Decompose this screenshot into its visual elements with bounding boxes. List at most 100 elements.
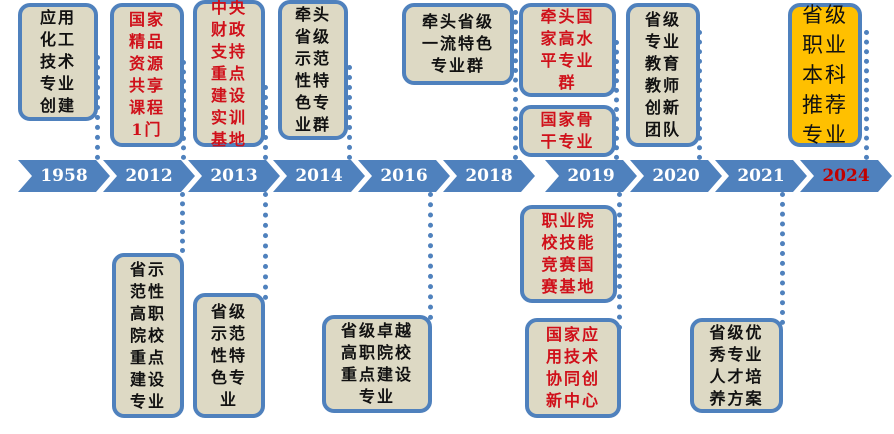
dotted-connector xyxy=(263,192,268,300)
year-marker-2018: 2018 xyxy=(443,160,535,192)
milestone-text-line: 性特 xyxy=(294,71,331,90)
milestone-box-2021: 省级优秀专业人才培养方案 xyxy=(690,318,783,413)
year-marker-2021: 2021 xyxy=(715,160,807,192)
milestone-text-line: 教师 xyxy=(644,76,681,95)
year-label: 2014 xyxy=(295,166,343,186)
milestone-text-line: 1门 xyxy=(131,120,163,139)
milestone-text-line: 高职 xyxy=(129,303,166,323)
year-marker-2014: 2014 xyxy=(273,160,365,192)
milestone-box-2020: 省级专业教育教师创新团队 xyxy=(626,3,700,147)
milestone-text-line: 省级 xyxy=(210,301,247,321)
milestone-text-line: 应用 xyxy=(39,8,76,27)
milestone-text-line: 范性 xyxy=(129,281,166,301)
year-label: 1958 xyxy=(40,166,88,186)
milestone-box-2012: 省示范性高职院校重点建设专业 xyxy=(112,253,184,418)
chevron-arrow-icon xyxy=(188,160,280,192)
dotted-connector xyxy=(780,192,785,325)
milestone-text-line: 教育 xyxy=(644,54,681,73)
milestone-text-line: 色专 xyxy=(294,93,331,112)
milestone-text-line: 竞赛国 xyxy=(541,255,596,274)
milestone-text-line: 国家 xyxy=(128,10,165,29)
chevron-arrow-icon xyxy=(103,160,195,192)
milestone-text-line: 财政 xyxy=(210,19,247,39)
milestone-text-line: 协同创 xyxy=(545,369,600,388)
milestone-box-2019: 牵头国家高水平专业群 xyxy=(519,3,616,97)
milestone-text-line: 基地 xyxy=(210,129,247,149)
milestone-text-line: 专业群 xyxy=(430,56,485,75)
milestone-text-line: 人才培 xyxy=(709,366,764,386)
milestone-text-line: 精品 xyxy=(128,32,165,51)
milestone-text-line: 国家应 xyxy=(545,325,600,344)
milestone-box-2013: 中央财政支持重点建设实训基地 xyxy=(193,0,265,149)
year-marker-2012: 2012 xyxy=(103,160,195,192)
year-label: 2013 xyxy=(210,166,258,186)
milestone-text-line: 建设 xyxy=(129,369,166,389)
milestone-text-line: 建设 xyxy=(210,85,247,105)
milestone-text-line: 创建 xyxy=(39,96,76,115)
milestone-box-2012: 国家精品资源共享课程 1门 xyxy=(110,3,184,147)
dotted-connector xyxy=(428,192,433,320)
milestone-text-line: 省级优 xyxy=(709,322,764,342)
milestone-text-line: 专业 xyxy=(802,123,848,147)
milestone-text-line: 校技能 xyxy=(541,233,596,252)
milestone-text-line: 院校 xyxy=(129,325,166,345)
milestone-text-line: 化工 xyxy=(39,30,76,49)
milestone-text-line: 业群 xyxy=(294,115,331,134)
milestone-text-line: 高职院校 xyxy=(340,343,413,362)
milestone-text-line: 专业 xyxy=(644,32,681,51)
milestone-text-line: 课程 xyxy=(128,98,165,117)
dotted-connector xyxy=(864,30,869,160)
milestone-text-line: 省示 xyxy=(129,259,166,279)
milestone-text-line: 示范 xyxy=(294,49,331,68)
milestone-text-line: 实训 xyxy=(210,107,247,127)
year-marker-2019: 2019 xyxy=(545,160,637,192)
year-marker-2024: 2024 xyxy=(800,160,892,192)
milestone-text-line: 专业 xyxy=(39,74,76,93)
milestone-text-line: 支持 xyxy=(210,41,247,61)
chevron-arrow-icon xyxy=(715,160,807,192)
milestone-box-1958: 应用化工技术专业创建 xyxy=(18,3,98,121)
milestone-text-line: 业 xyxy=(219,389,238,409)
chevron-arrow-icon xyxy=(545,160,637,192)
milestone-text-line: 专业 xyxy=(129,391,166,411)
milestone-text-line: 共享 xyxy=(128,76,165,95)
milestone-text-line: 推荐 xyxy=(802,93,848,117)
milestone-text-line: 新中心 xyxy=(545,391,600,410)
milestone-text-line: 省级卓越 xyxy=(340,321,413,340)
milestone-box-2016: 省级卓越高职院校重点建设专业 xyxy=(322,315,432,413)
milestone-text-line: 创新 xyxy=(644,98,681,117)
milestone-text-line: 养方案 xyxy=(709,388,764,408)
milestone-text-line: 专业 xyxy=(358,387,395,406)
milestone-text-line: 重点建设 xyxy=(340,365,413,384)
milestone-text-line: 资源 xyxy=(128,54,165,73)
milestone-text-line: 用技术 xyxy=(545,347,600,366)
milestone-text-line: 团队 xyxy=(644,120,681,139)
milestone-text-line: 重点 xyxy=(210,63,247,83)
milestone-text-line: 赛基地 xyxy=(541,277,596,296)
milestone-text-line: 牵头省级 xyxy=(421,12,494,31)
milestone-text-line: 秀专业 xyxy=(709,344,764,364)
year-label: 2016 xyxy=(380,166,428,186)
year-marker-2013: 2013 xyxy=(188,160,280,192)
milestone-box-2019: 职业院校技能竞赛国赛基地 xyxy=(520,205,617,303)
milestone-text-line: 一流特色 xyxy=(421,34,494,53)
milestone-box-2014: 牵头省级示范性特色专业群 xyxy=(278,0,348,140)
chevron-arrow-icon xyxy=(630,160,722,192)
year-label: 2021 xyxy=(737,166,785,186)
milestone-text-line: 国家骨 xyxy=(540,110,595,129)
milestone-text-line: 中央 xyxy=(210,0,247,17)
milestone-box-2019: 国家骨干专业 xyxy=(519,105,616,157)
milestone-text-line: 技术 xyxy=(39,52,76,71)
chevron-arrow-icon xyxy=(443,160,535,192)
milestone-text-line: 牵头 xyxy=(294,5,331,24)
year-marker-2020: 2020 xyxy=(630,160,722,192)
milestone-text-line: 职业 xyxy=(802,33,848,57)
milestone-text-line: 牵头国 xyxy=(540,7,595,26)
milestone-text-line: 家高水 xyxy=(540,29,595,48)
milestone-box-2024: 省级职业本科推荐专业 xyxy=(788,3,862,147)
dotted-connector xyxy=(263,85,268,160)
milestone-text-line: 省级 xyxy=(802,3,848,27)
milestone-text-line: 示范 xyxy=(210,323,247,343)
year-label: 2024 xyxy=(822,166,870,186)
